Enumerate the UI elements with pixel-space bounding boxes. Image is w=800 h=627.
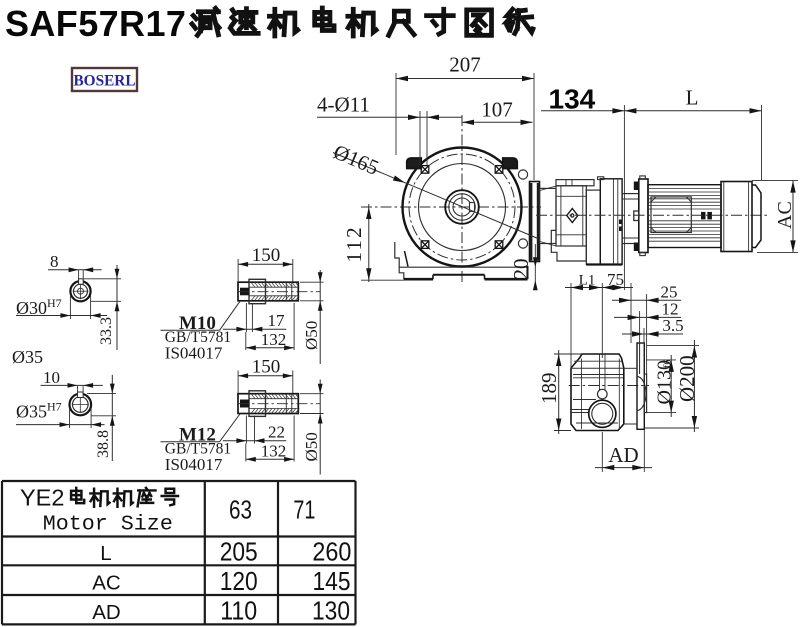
svg-text:71: 71 <box>293 495 315 525</box>
svg-text:130: 130 <box>312 595 350 625</box>
svg-text:Motor Size: Motor Size <box>43 512 173 537</box>
svg-text:205: 205 <box>220 536 258 566</box>
svg-text:20: 20 <box>509 259 533 280</box>
svg-text:38.8: 38.8 <box>95 430 112 458</box>
svg-text:150: 150 <box>252 245 281 266</box>
svg-text:25: 25 <box>661 283 678 302</box>
svg-text:33.3: 33.3 <box>98 317 115 345</box>
svg-text:f6: f6 <box>663 360 674 368</box>
svg-text:M10: M10 <box>179 313 216 334</box>
svg-text:112: 112 <box>342 225 366 262</box>
svg-text:AD: AD <box>92 601 120 624</box>
svg-text:Ø165: Ø165 <box>330 140 382 180</box>
svg-text:189: 189 <box>537 373 561 405</box>
svg-text:Ø30H7: Ø30H7 <box>16 296 62 318</box>
svg-text:IS04017: IS04017 <box>165 344 223 363</box>
svg-text:L1: L1 <box>579 273 596 289</box>
svg-text:145: 145 <box>313 566 351 596</box>
svg-text:Ø35H7: Ø35H7 <box>16 400 62 422</box>
svg-text:YE2: YE2 <box>20 485 64 511</box>
svg-text:M12: M12 <box>179 425 216 446</box>
svg-text:3.5: 3.5 <box>662 316 683 335</box>
svg-text:4-Ø11: 4-Ø11 <box>317 93 370 117</box>
svg-text:Ø130: Ø130 <box>654 360 676 404</box>
svg-text:75: 75 <box>607 270 624 289</box>
svg-text:AC: AC <box>92 572 121 595</box>
svg-text:22: 22 <box>268 423 285 442</box>
svg-text:Ø50: Ø50 <box>302 321 321 350</box>
svg-text:17: 17 <box>268 311 286 330</box>
svg-text:SAF57R17: SAF57R17 <box>5 3 186 44</box>
svg-text:L: L <box>686 86 699 110</box>
svg-text:132: 132 <box>261 442 287 461</box>
svg-text:110: 110 <box>220 595 257 625</box>
svg-text:132: 132 <box>261 330 287 349</box>
svg-text:10: 10 <box>43 368 60 387</box>
svg-text:L: L <box>100 542 111 565</box>
svg-text:12: 12 <box>662 300 679 319</box>
svg-text:IS04017: IS04017 <box>165 455 223 474</box>
svg-text:Ø200: Ø200 <box>675 355 699 402</box>
svg-text:AC: AC <box>774 201 796 229</box>
svg-text:8: 8 <box>50 252 59 271</box>
svg-text:GB/T5781: GB/T5781 <box>165 329 231 346</box>
svg-text:AD: AD <box>608 443 638 467</box>
svg-text:Ø50: Ø50 <box>302 432 321 461</box>
svg-text:150: 150 <box>252 357 281 378</box>
svg-text:Ø35: Ø35 <box>12 347 43 367</box>
svg-text:207: 207 <box>449 53 481 77</box>
svg-text:107: 107 <box>481 98 513 122</box>
svg-text:120: 120 <box>220 566 258 596</box>
svg-text:134: 134 <box>549 84 596 115</box>
svg-text:260: 260 <box>312 536 351 566</box>
svg-text:GB/T5781: GB/T5781 <box>165 441 231 458</box>
svg-text:63: 63 <box>229 495 252 525</box>
svg-text:BOSERL: BOSERL <box>73 72 135 89</box>
